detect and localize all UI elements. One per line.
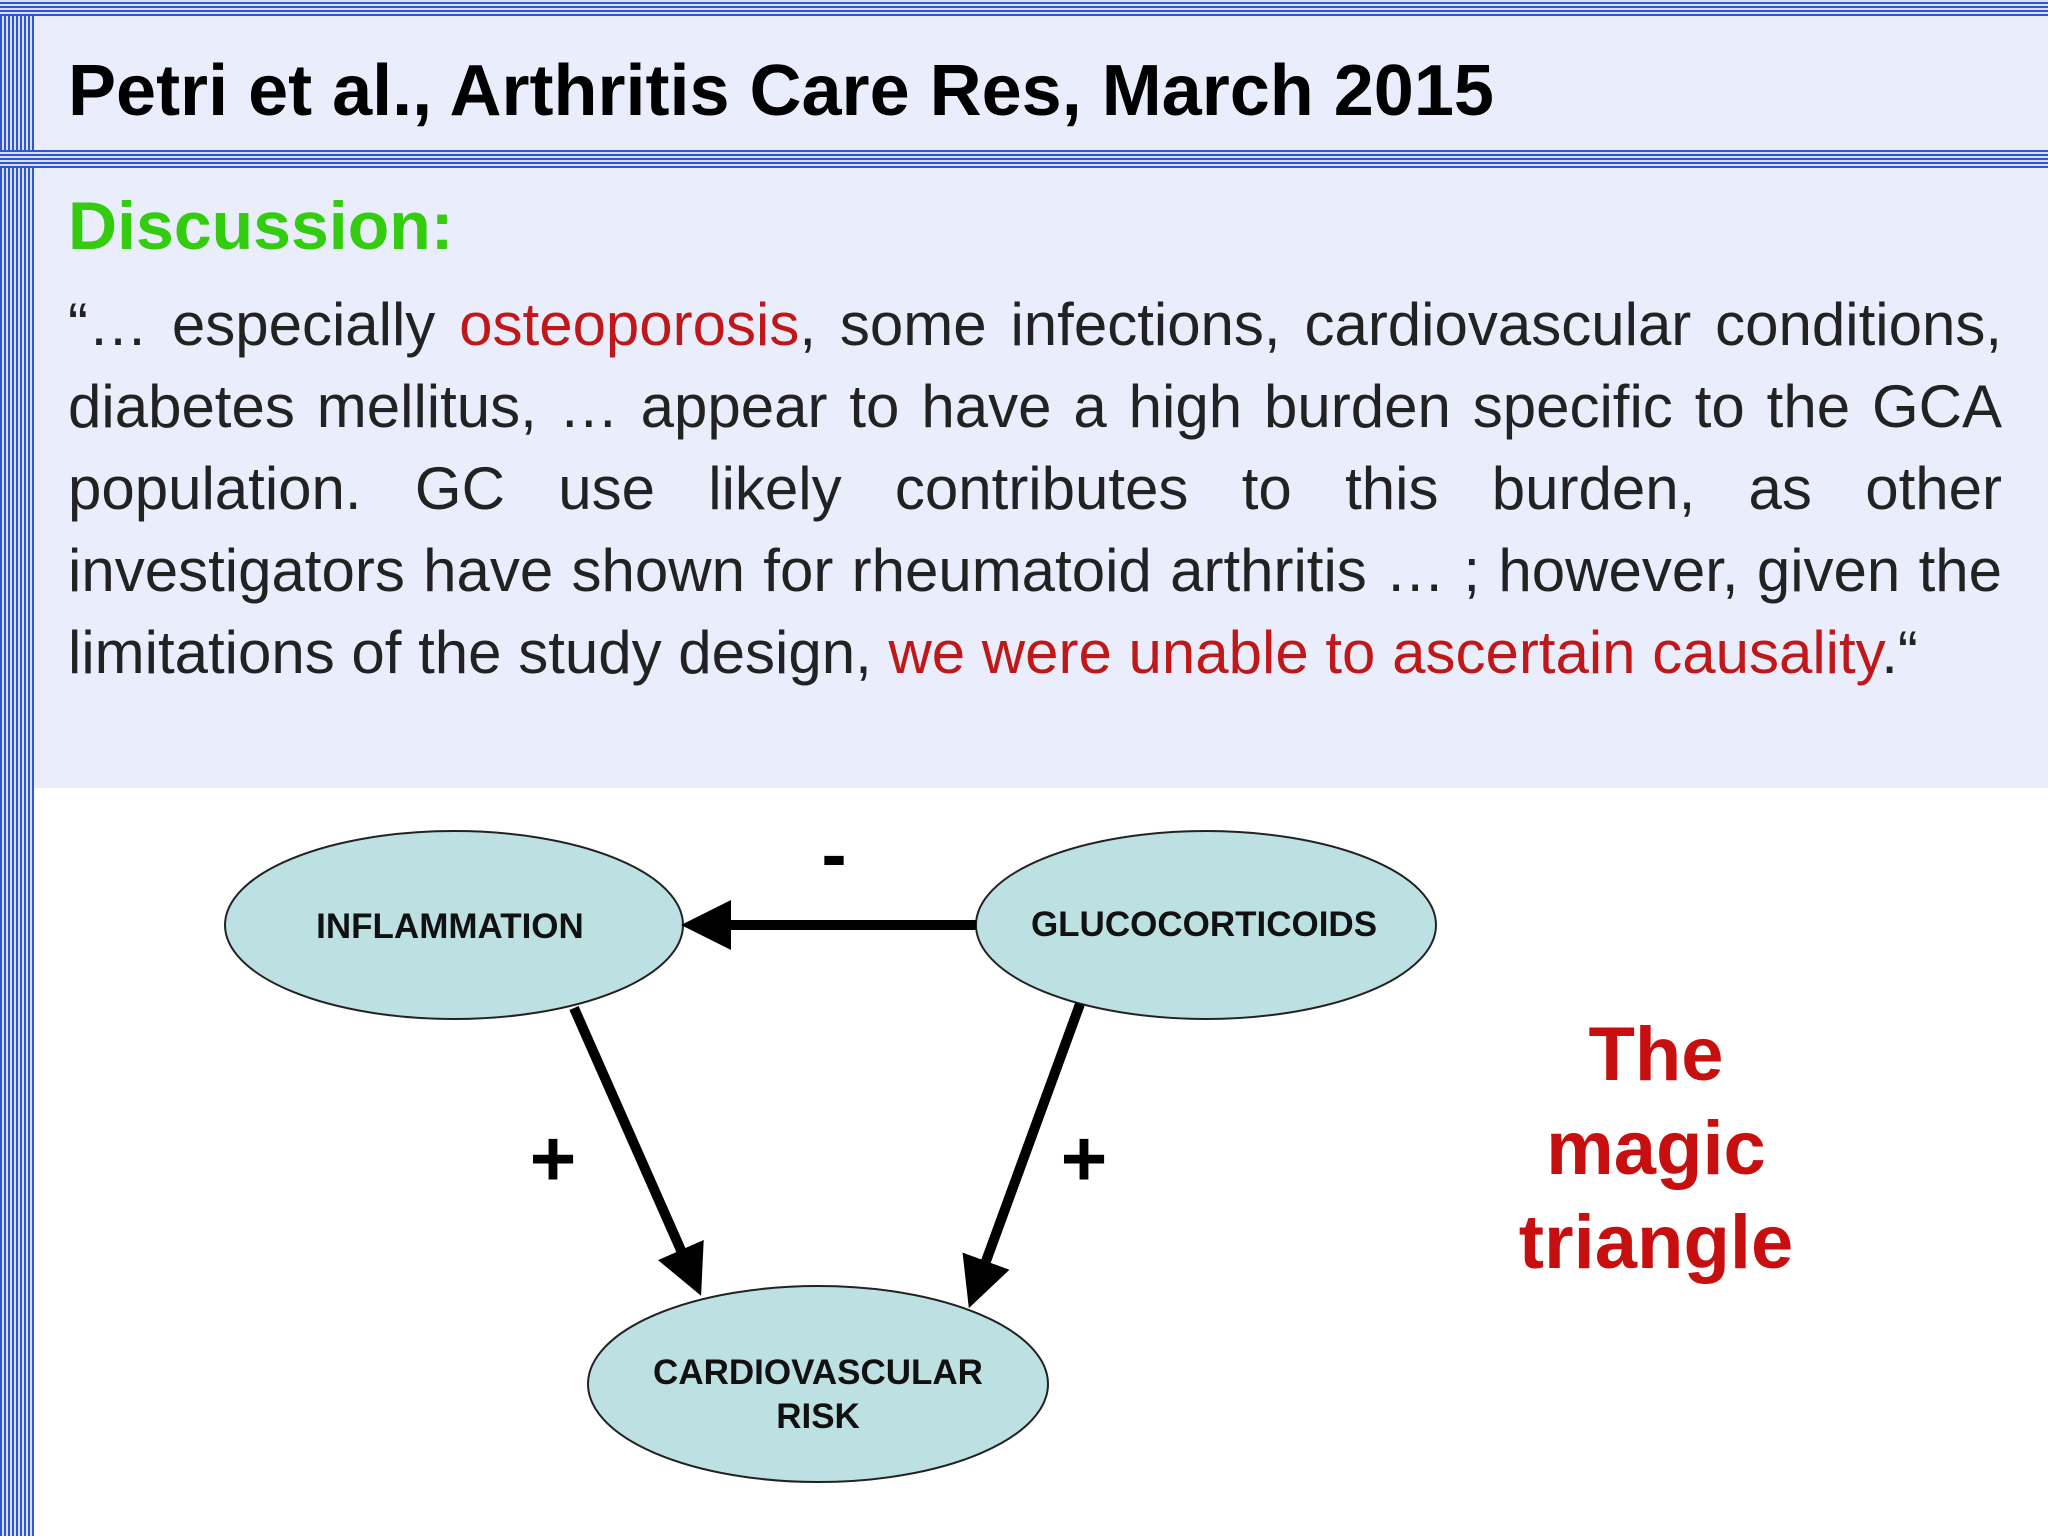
cardiovascular-risk-label-line1: CARDIOVASCULAR [653,1353,983,1392]
quote-text-3: .“ [1881,619,1918,686]
discussion-quote: “… especially osteoporosis, some infecti… [68,284,2002,694]
quote-highlight-osteoporosis: osteoporosis [459,291,800,358]
node-cardiovascular-risk: CARDIOVASCULAR RISK [587,1285,1049,1483]
caption-line-3: triangle [1518,1200,1794,1285]
caption-line-2: magic [1546,1106,1766,1191]
left-frame-bar [0,0,34,1536]
discussion-panel [34,168,2048,788]
cardiovascular-risk-label-line2: RISK [776,1397,860,1436]
title-band [34,16,2048,150]
title-separator [0,150,2048,168]
discussion-heading: Discussion: [68,188,454,264]
inflammation-label: INFLAMMATION [316,907,584,946]
plus-sign-label-right: + [1061,1114,1108,1203]
glucocorticoids-label: GLUCOCORTICOIDS [1031,905,1377,944]
arrow-inflammation-to-cv-risk [569,1005,704,1296]
quote-highlight-causality: we were unable to ascertain causality [888,619,1882,686]
minus-sign-label: - [821,812,846,897]
cardiovascular-risk-ellipse [587,1285,1049,1483]
node-glucocorticoids: GLUCOCORTICOIDS [975,830,1437,1020]
slide-title: Petri et al., Arthritis Care Res, March … [68,51,1494,131]
caption-line-1: The [1588,1012,1724,1097]
arrow-glucocorticoids-to-cv-risk [962,1002,1085,1309]
magic-triangle-caption: The magic triangle [1456,1008,1856,1290]
node-inflammation: INFLAMMATION [224,830,684,1020]
top-frame-strip [0,0,2048,16]
quote-text-1: “… especially [68,291,460,358]
plus-sign-label-left: + [530,1114,577,1203]
quote-text-2: , some infections, cardiovascular condit… [68,291,2002,686]
